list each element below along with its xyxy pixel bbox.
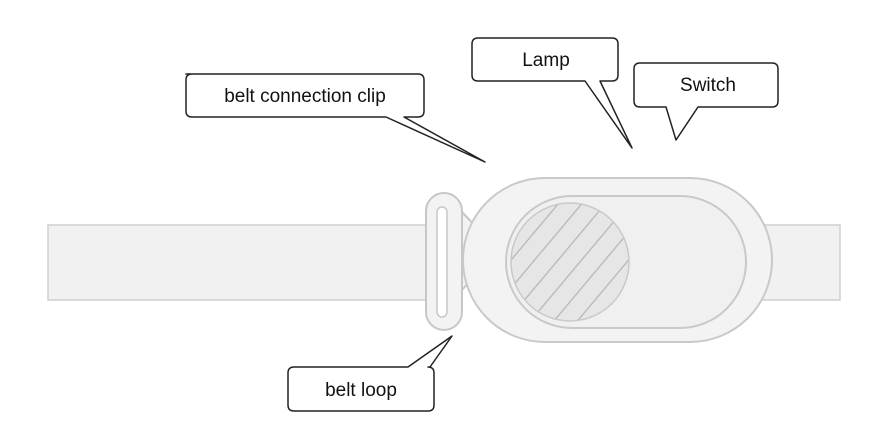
label-belt-loop: belt loop: [325, 380, 397, 401]
callout-belt-loop: belt loop: [287, 335, 453, 412]
label-lamp: Lamp: [522, 50, 570, 71]
callout-belt-connection-clip: belt connection clip: [185, 73, 486, 163]
callout-lamp: Lamp: [471, 37, 633, 149]
lamp-lens: [511, 203, 629, 321]
lamp-device: [462, 177, 773, 343]
label-switch: Switch: [680, 75, 736, 96]
belt-loop: [425, 192, 463, 331]
callout-switch: Switch: [633, 62, 779, 141]
label-belt-connection-clip: belt connection clip: [224, 86, 386, 107]
